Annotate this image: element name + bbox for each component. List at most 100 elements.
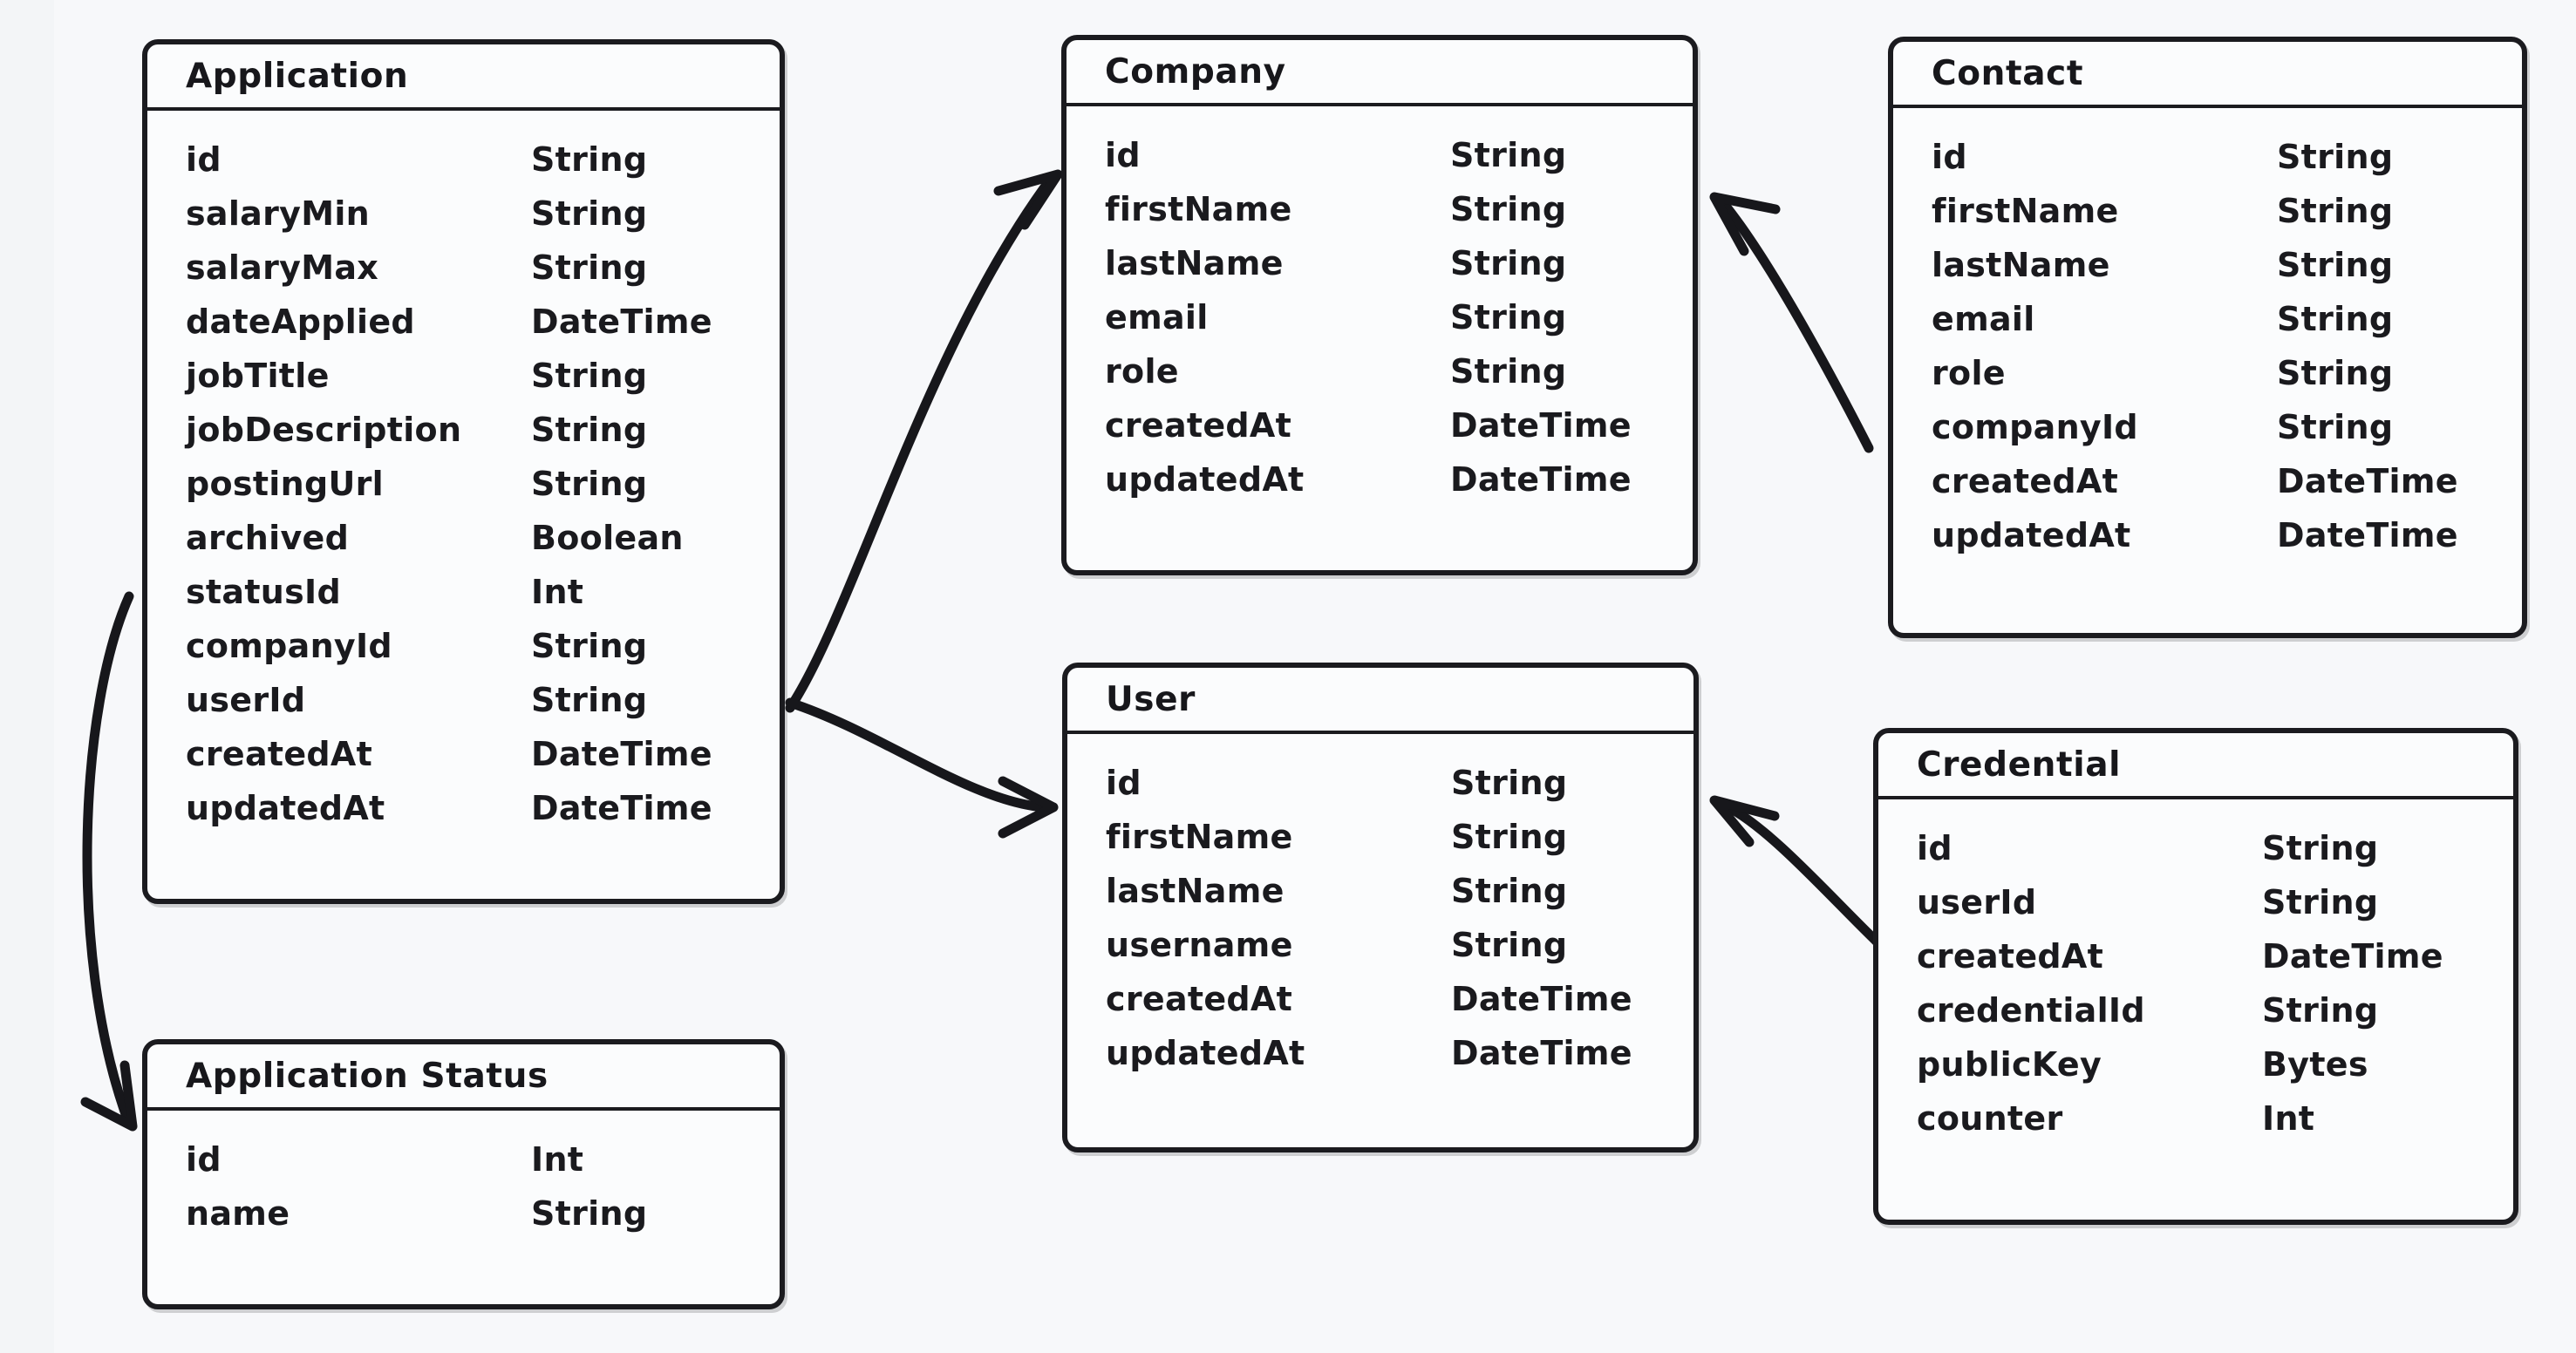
field-type: DateTime [2262,937,2443,976]
entity-title-user: User [1106,679,1196,719]
field-name: createdAt [1106,980,1293,1018]
field-name: email [1932,300,2035,338]
relationship-application-to-company [785,169,1063,713]
field-type: String [1450,136,1567,174]
field-name: userId [1917,883,2037,921]
field-type: DateTime [1450,460,1632,499]
field-name: name [186,1194,290,1233]
background-band [0,0,54,1353]
field-name: salaryMin [186,194,371,233]
field-type: DateTime [531,303,712,341]
field-type: String [531,1194,648,1233]
field-name: updatedAt [1105,460,1305,499]
field-type: DateTime [531,735,712,773]
arrowhead-icon [1709,795,1780,847]
field-name: firstName [1932,192,2119,230]
field-type: String [531,248,648,287]
relationship-line [82,591,134,1119]
relationship-line [1721,801,1882,947]
field-name: publicKey [1917,1045,2102,1084]
field-type: String [531,681,648,719]
arrowhead-icon [80,1060,138,1132]
field-type: String [2277,138,2394,176]
field-name: counter [1917,1099,2063,1138]
entity-header-application: Application [147,44,780,111]
entity-header-user: User [1067,668,1693,734]
field-name: lastName [1105,244,1284,282]
field-type: DateTime [2277,462,2458,500]
field-type: String [1451,926,1568,964]
field-name: firstName [1105,190,1292,228]
entity-header-contact: Contact [1893,42,2522,108]
field-type: String [1450,190,1567,228]
arrowhead-icon [1709,192,1781,256]
field-type: Int [2262,1099,2315,1138]
field-row: id String [1105,136,1693,190]
field-name: email [1105,298,1209,337]
relationship-application-to-application-status [80,591,138,1132]
field-type: Int [531,1140,584,1179]
field-row: createdAt DateTime [1932,462,2522,516]
field-name: jobTitle [186,357,330,395]
field-type: String [2277,354,2394,392]
field-type: Int [531,573,584,611]
field-row: firstName String [1932,192,2522,246]
field-type: String [2262,883,2379,921]
field-row: name String [186,1194,780,1248]
field-type: DateTime [1451,980,1632,1018]
field-name: createdAt [1932,462,2119,500]
entity-title-company: Company [1105,51,1286,92]
field-type: String [531,465,648,503]
field-type: DateTime [1450,406,1632,445]
field-row: updatedAt DateTime [1105,460,1693,514]
entity-title-application-status: Application Status [186,1056,549,1096]
field-type: String [531,357,648,395]
field-type: Bytes [2262,1045,2368,1084]
relationship-line [1720,200,1874,453]
field-name: id [1917,829,1952,867]
field-name: id [1105,136,1141,174]
field-type: String [2277,192,2394,230]
field-name: updatedAt [1932,516,2131,554]
field-name: id [186,140,221,179]
field-name: companyId [1932,408,2138,446]
entity-header-application-status: Application Status [147,1044,780,1111]
field-type: String [1451,764,1568,802]
field-name: username [1106,926,1293,964]
entity-title-contact: Contact [1932,53,2084,93]
arrowhead-icon [993,169,1063,230]
field-type: DateTime [2277,516,2458,554]
field-row: createdAt DateTime [1106,980,1693,1034]
field-name: lastName [1106,872,1285,910]
field-type: DateTime [1451,1034,1632,1072]
entity-title-credential: Credential [1917,744,2122,785]
field-row: userId String [1917,883,2513,937]
field-type: Boolean [531,519,684,557]
field-type: String [531,411,648,449]
